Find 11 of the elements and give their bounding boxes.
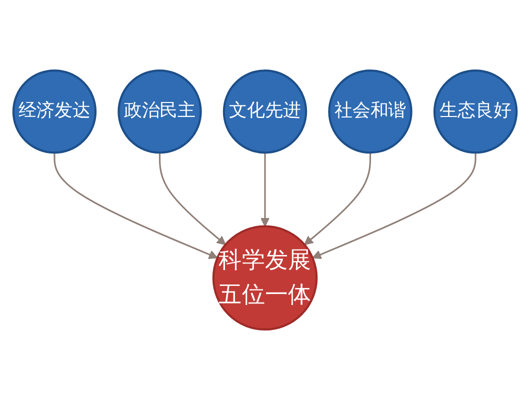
arrow (260, 152, 270, 227)
node-circle: 科学发展 五位一体 (212, 225, 318, 331)
node-circle: 经济发达 (12, 69, 97, 154)
arrow (54, 152, 218, 259)
node-circle: 政治民主 (118, 69, 202, 154)
arrow (158, 152, 226, 246)
arrow (312, 152, 476, 259)
arrow (304, 152, 372, 246)
node-circle: 文化先进 (222, 69, 308, 154)
node-circle: 社会和谐 (328, 69, 412, 154)
node-circle: 生态良好 (433, 69, 518, 154)
